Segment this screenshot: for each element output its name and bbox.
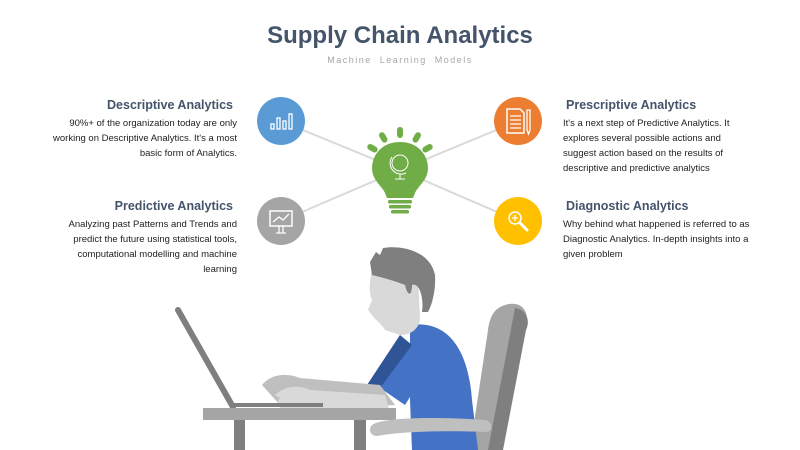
page-subtitle: Machine Learning Models xyxy=(327,55,473,65)
block-text: Analyzing past Patterns and Trends and p… xyxy=(68,219,237,275)
diagnostic-analytics-block: Diagnostic Analytics Why behind what hap… xyxy=(563,199,753,262)
presentation-chart-icon xyxy=(257,197,305,245)
block-title: Predictive Analytics xyxy=(114,199,233,213)
block-text: It's a next step of Predictive Analytics… xyxy=(563,118,730,174)
block-title: Descriptive Analytics xyxy=(107,98,233,112)
document-pencil-icon xyxy=(494,97,542,145)
block-title: Diagnostic Analytics xyxy=(566,199,689,213)
lightbulb-globe-icon xyxy=(367,127,433,214)
bar-chart-icon xyxy=(257,97,305,145)
descriptive-analytics-block: Descriptive Analytics 90%+ of the organi… xyxy=(47,98,237,161)
magnifier-icon xyxy=(494,197,542,245)
block-text: Why behind what happened is referred to … xyxy=(563,219,750,260)
predictive-analytics-block: Predictive Analytics Analyzing past Patt… xyxy=(47,199,237,277)
page-title: Supply Chain Analytics xyxy=(267,22,533,49)
block-title: Prescriptive Analytics xyxy=(566,98,697,112)
block-text: 90%+ of the organization today are only … xyxy=(53,118,237,159)
prescriptive-analytics-block: Prescriptive Analytics It's a next step … xyxy=(563,98,753,176)
person-at-laptop-illustration xyxy=(175,247,528,450)
